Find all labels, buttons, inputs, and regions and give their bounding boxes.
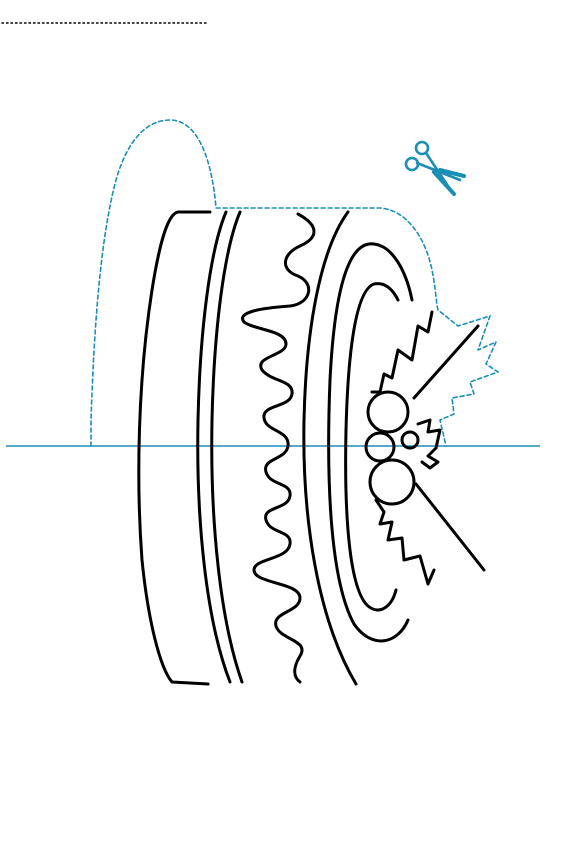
cake-inner-arc: [344, 282, 400, 612]
cake-wavy-frosting: [241, 212, 316, 684]
cake-band-line-2: [210, 210, 244, 684]
cake-stem-lower: [414, 482, 486, 572]
cake-drawing: [137, 210, 486, 686]
cake-cherry-tiny: [400, 430, 420, 450]
cake-band-line-1: [196, 210, 232, 684]
cake-cherry-bottom: [368, 458, 416, 506]
cake-jagged-edge-middle: [416, 418, 442, 470]
cake-middle-arc: [327, 242, 414, 643]
cake-cherry-small: [364, 431, 396, 463]
scissors-icon: [404, 140, 466, 196]
cake-jagged-edge-lower: [374, 498, 436, 586]
cake-jagged-edge-upper: [370, 310, 434, 394]
cut-outline[interactable]: [90, 119, 499, 447]
cake-cherry-top: [366, 390, 410, 434]
cake-stem-upper: [412, 324, 480, 400]
cake-outer-rim: [137, 210, 212, 686]
cake-outer-arc: [302, 210, 358, 686]
